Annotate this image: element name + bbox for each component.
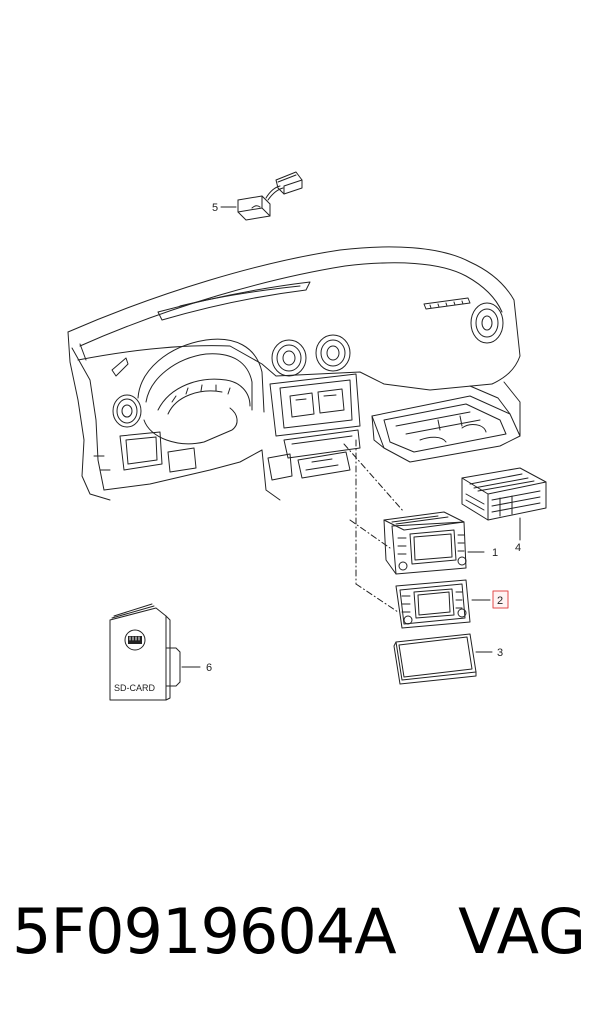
part-5-connector — [220, 171, 303, 221]
callout-5-label: 5 — [212, 202, 218, 214]
callout-1-label: 1 — [492, 547, 498, 559]
callout-6-label: 6 — [206, 662, 212, 674]
callout-4-label: 4 — [515, 542, 521, 554]
assembly-guide-lines — [343, 439, 405, 613]
callout-2-label[interactable]: 2 — [497, 595, 503, 607]
part-2-radio-navigation-unit — [395, 579, 491, 629]
part-4-nav-unit — [461, 467, 547, 541]
dashboard-assembly — [67, 246, 521, 501]
callout-3-label: 3 — [497, 647, 503, 659]
part-number: 5F0919604A — [12, 895, 397, 968]
brand-name: VAG — [458, 895, 586, 968]
parts-diagram: 5 — [67, 171, 547, 701]
part-3-display-screen — [393, 633, 493, 685]
part-6-sd-card-booklet — [109, 603, 201, 701]
sd-card-label: SD-CARD — [114, 683, 156, 693]
callout-2-highlight-box[interactable] — [492, 590, 509, 609]
part-1-radio-unit — [383, 511, 485, 575]
footer: 5F0919604A VAG — [0, 895, 600, 985]
